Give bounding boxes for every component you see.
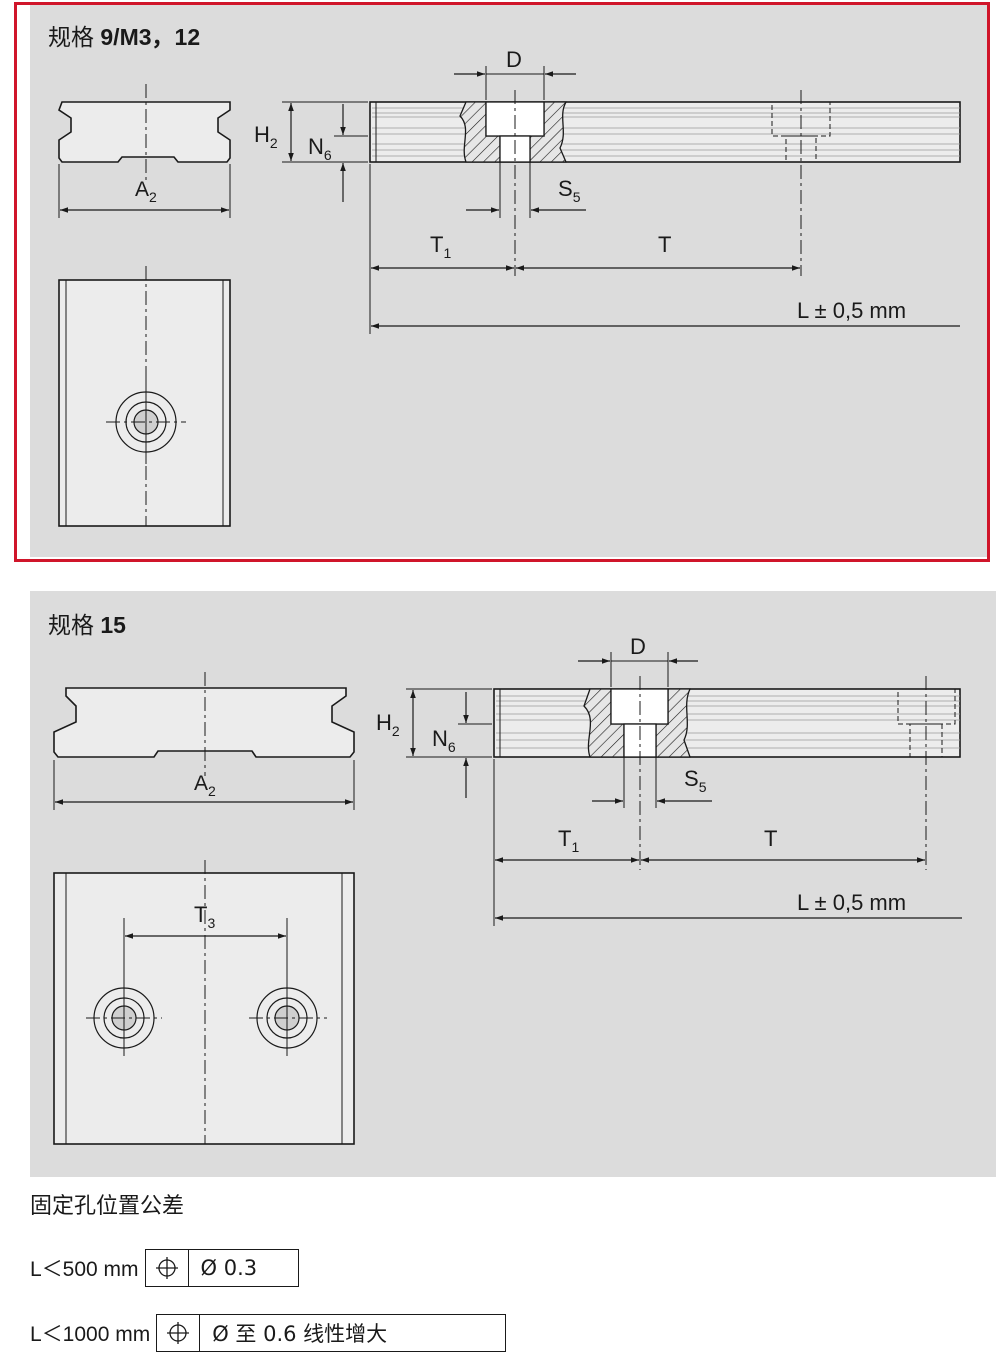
label-l: L ± 0,5 mm <box>797 298 906 323</box>
rail-cross-section-2 <box>53 687 355 758</box>
panel-title: 规格 9/M3，12 <box>48 24 201 50</box>
label-l: L ± 0,5 mm <box>797 890 906 915</box>
mounting-hole-1 <box>106 380 186 464</box>
label-s5: S5 <box>558 176 581 205</box>
label-h2: H2 <box>376 710 400 739</box>
tolerance-frame: Ø 0.3 <box>144 1249 299 1287</box>
label-t: T <box>764 826 777 851</box>
label-s5: S5 <box>684 766 707 795</box>
tolerance-frame: Ø 至 0.6 线性增大 <box>156 1314 507 1352</box>
mounting-hole-2b <box>249 918 327 1056</box>
label-t3: T3 <box>194 902 215 931</box>
label-n6: N6 <box>308 134 332 163</box>
label-h2: H2 <box>254 122 278 151</box>
rail-top-view-1 <box>58 279 231 527</box>
tolerance-row: L＜500 mm Ø 0.3 <box>30 1249 299 1287</box>
tolerance-length-label: L＜1000 mm <box>30 1323 151 1346</box>
tolerance-value: Ø 0.3 <box>200 1256 258 1280</box>
rail-side-view-2 <box>493 688 961 758</box>
label-d: D <box>630 634 646 659</box>
position-tolerance-icon <box>146 1250 189 1286</box>
label-d: D <box>506 47 522 72</box>
tolerance-value: Ø 至 0.6 线性增大 <box>212 1322 388 1346</box>
label-a2: A2 <box>135 178 157 205</box>
label-t1: T1 <box>558 826 579 855</box>
tolerance-row: L＜1000 mm Ø 至 0.6 线性增大 <box>30 1314 507 1352</box>
section-cut-2 <box>583 688 692 758</box>
label-n6: N6 <box>432 726 456 755</box>
label-a2: A2 <box>194 772 216 799</box>
mounting-hole-2a <box>86 918 162 1056</box>
label-t: T <box>658 232 671 257</box>
label-t1: T1 <box>430 232 451 261</box>
position-tolerance-icon <box>157 1315 201 1351</box>
rail-cross-section-1 <box>58 101 231 163</box>
tolerance-title: 固定孔位置公差 <box>30 1194 185 1219</box>
panel-title: 规格 15 <box>48 612 126 638</box>
tolerance-length-label: L＜500 mm <box>30 1258 139 1281</box>
